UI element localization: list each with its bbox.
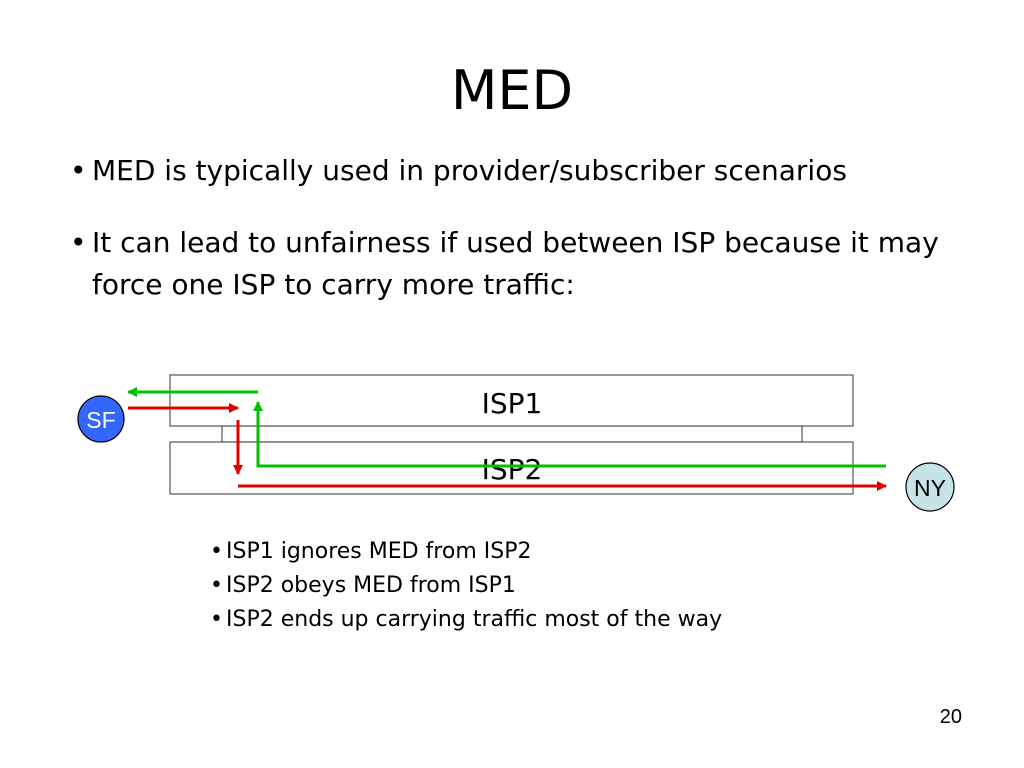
isp-link-strip [221, 425, 803, 443]
page-number: 20 [939, 706, 962, 728]
sf-label: SF [86, 407, 115, 433]
bullet-list: MED is typically used in provider/subscr… [70, 150, 990, 306]
ny-label: NY [914, 475, 946, 501]
bullet-item: MED is typically used in provider/subscr… [70, 150, 990, 192]
diagram-notes: ISP1 ignores MED from ISP2 ISP2 obeys ME… [210, 535, 910, 637]
bullet-item: It can lead to unfairness if used betwee… [70, 222, 990, 306]
isp1-label: ISP1 [482, 387, 543, 420]
note-item: ISP2 ends up carrying traffic most of th… [210, 603, 910, 637]
slide-title: MED [450, 59, 574, 122]
green-route-segment-1 [253, 401, 886, 468]
sf-node [77, 395, 125, 443]
isp2-label: ISP2 [482, 453, 543, 486]
isp1-box [169, 374, 854, 427]
note-item: ISP1 ignores MED from ISP2 [210, 535, 910, 569]
ny-node [905, 462, 955, 512]
note-item: ISP2 obeys MED from ISP1 [210, 569, 910, 603]
